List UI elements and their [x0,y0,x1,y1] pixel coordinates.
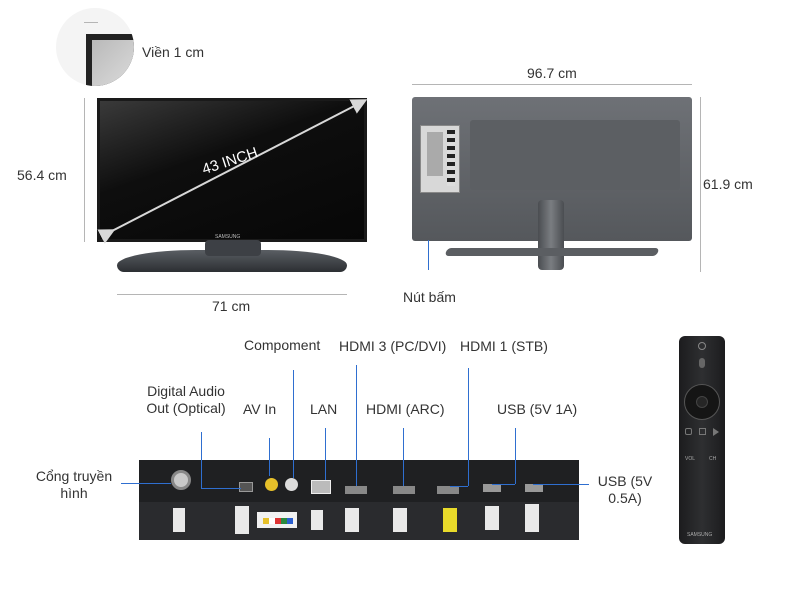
usb-05a-callout-line [533,484,589,485]
hdmi-arc-callout-line [403,428,404,486]
remote-mic-icon [699,358,705,368]
back-tv-panel-inner [470,120,680,190]
usb-1a-callout-line-v [515,428,516,484]
remote-power-icon [698,342,706,350]
remote-back-icon [685,428,692,435]
front-width-line [117,294,347,295]
remote-vol-label: VOL [685,456,696,462]
port-strip [139,460,579,540]
front-width-label: 71 cm [212,298,251,314]
back-height-line [700,97,701,272]
usb-1a-callout-line-h [492,484,515,485]
remote-control: VOL CH SAMSUNG [679,336,725,544]
usb-1a-label: USB (5V 1A) [497,401,578,417]
lan-callout-line [325,428,326,480]
bezel-dimension-line [84,22,98,23]
antenna-callout-line [121,483,171,484]
remote-play-icon [713,428,719,436]
front-height-label: 56.4 cm [17,167,67,183]
av-in-callout-line [269,438,270,476]
back-tv-port-panel [420,125,460,193]
back-width-line [412,84,692,85]
hdmi-arc-label: HDMI (ARC) [366,401,445,417]
lan-label: LAN [310,401,338,417]
component-label: Compoment [244,337,321,353]
back-tv-stand-base [444,248,660,256]
remote-home-icon [699,428,706,435]
optical-callout-line-v [201,432,202,488]
digital-audio-label: Digital Audio Out (Optical) [146,383,226,416]
back-width-label: 96.7 cm [527,65,577,81]
hdmi3-callout-line [356,365,357,486]
component-callout-line [293,370,294,478]
remote-dpad [684,384,720,420]
av-in-label: AV In [243,401,277,417]
bezel-inset [56,8,134,86]
front-height-line [84,98,85,242]
front-tv-stand [117,250,347,272]
hdmi3-label: HDMI 3 (PC/DVI) [339,338,447,354]
button-callout-line [428,240,429,270]
back-tv-stand [538,200,564,270]
bezel-label: Viền 1 cm [142,44,204,60]
antenna-label: Cổng truyền hình [35,468,113,501]
button-label: Nút bấm [403,289,456,305]
optical-callout-line-h [201,488,241,489]
hdmi1-callout-line-v [468,368,469,486]
usb-05a-label: USB (5V 0.5A) [597,473,653,506]
remote-ch-label: CH [709,456,717,462]
hdmi1-label: HDMI 1 (STB) [460,338,548,354]
back-height-label: 61.9 cm [703,176,753,192]
hdmi1-callout-line-h [450,486,468,487]
remote-brand: SAMSUNG [687,532,713,538]
front-tv-stand-neck [205,240,261,256]
